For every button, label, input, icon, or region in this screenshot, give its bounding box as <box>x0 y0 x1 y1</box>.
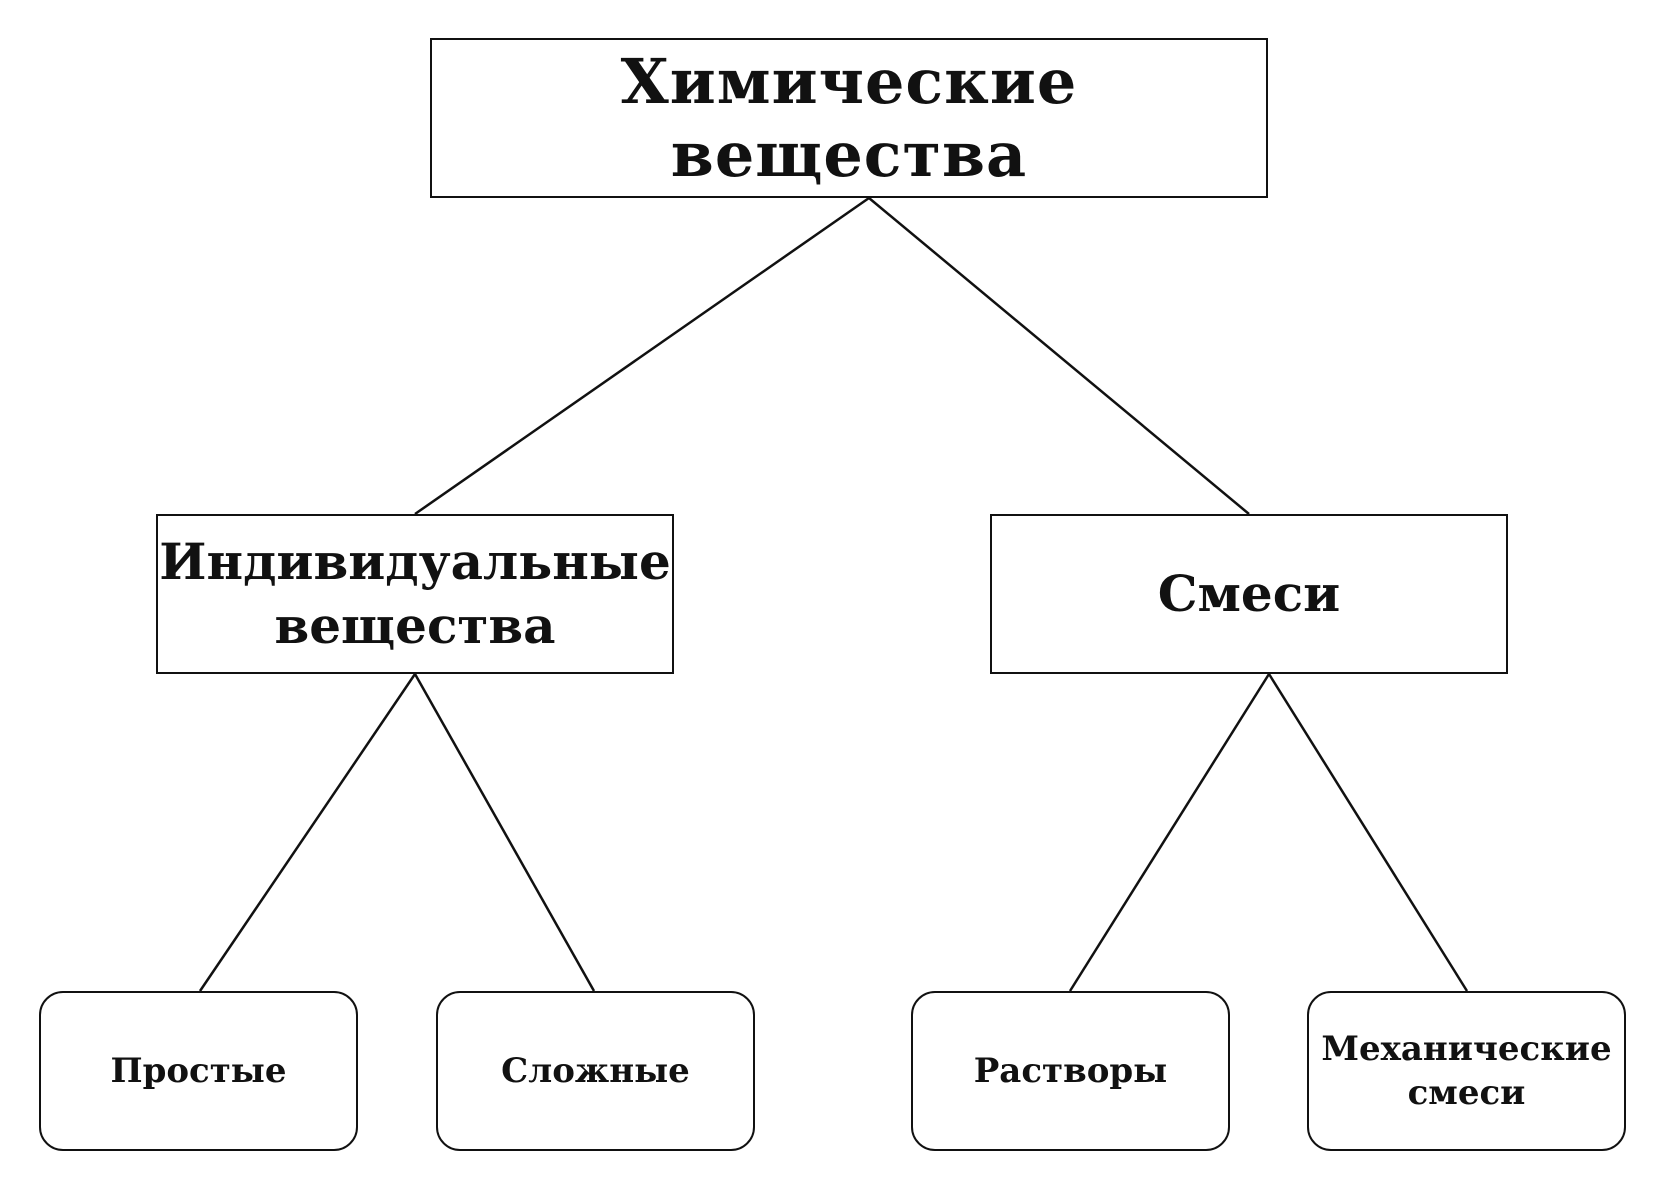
node-mechanical-mixtures: Механические смеси <box>1307 991 1626 1151</box>
edge-individual-simple <box>198 673 417 992</box>
edge-individual-complex <box>413 673 596 992</box>
node-complex: Сложные <box>436 991 755 1151</box>
node-individual-substances-line1: Индивидуальные <box>159 532 671 591</box>
node-simple-label: Простые <box>110 1051 287 1091</box>
node-mixtures-label: Смеси <box>1157 564 1341 623</box>
node-solutions-label: Растворы <box>973 1051 1168 1091</box>
node-complex-label: Сложные <box>501 1051 690 1091</box>
node-mechanical-mixtures-line1: Механические <box>1321 1029 1612 1069</box>
edge-root-individual <box>414 196 870 516</box>
node-chemical-substances: Химические вещества <box>430 38 1268 198</box>
node-chemical-substances-label: Химические вещества <box>620 45 1078 191</box>
node-mixtures: Смеси <box>990 514 1508 674</box>
node-individual-substances: Индивидуальные вещества <box>156 514 674 674</box>
node-solutions: Растворы <box>911 991 1230 1151</box>
node-simple: Простые <box>39 991 358 1151</box>
edge-mixtures-solutions <box>1068 673 1271 992</box>
node-individual-substances-line2: вещества <box>274 596 556 655</box>
edge-root-mixtures <box>868 197 1250 515</box>
node-mechanical-mixtures-line2: смеси <box>1407 1073 1526 1113</box>
edge-mixtures-mechanical <box>1267 673 1469 992</box>
